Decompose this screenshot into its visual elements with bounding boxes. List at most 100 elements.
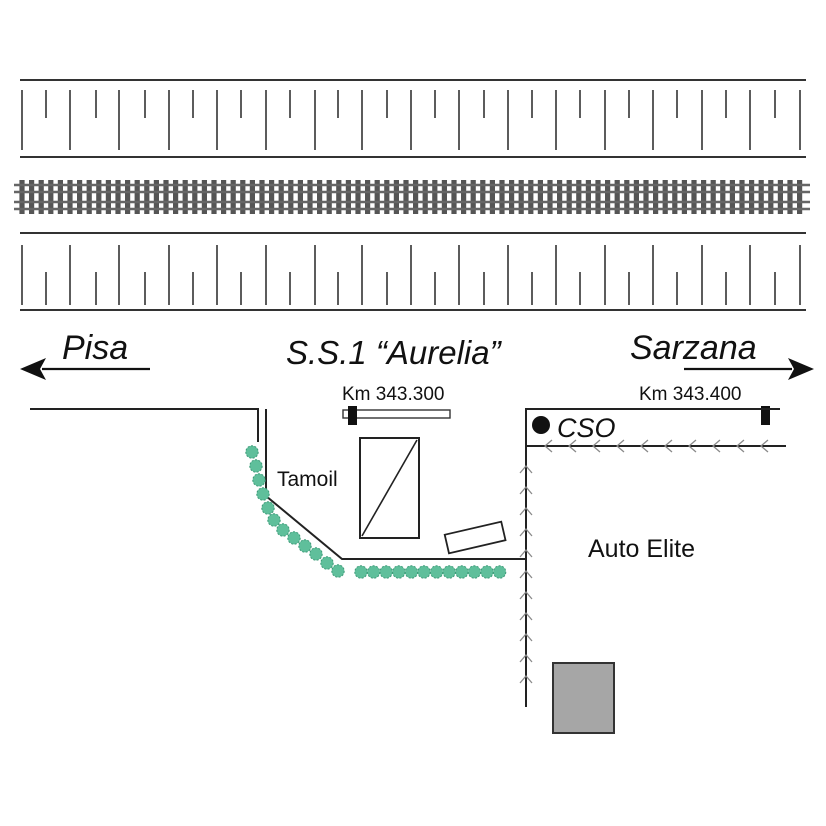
- rail-tie: [134, 180, 140, 214]
- fence-mark: [519, 528, 533, 537]
- rail-tie: [614, 180, 620, 214]
- rail-tie: [105, 180, 111, 214]
- rail-tie: [125, 180, 131, 214]
- rail-tie: [336, 180, 342, 214]
- shrub-icon: [245, 445, 259, 459]
- rail-tie: [201, 180, 207, 214]
- rail-tie: [182, 180, 188, 214]
- rail-tie: [307, 180, 313, 214]
- fence-mark: [616, 439, 625, 453]
- shrub-icon: [261, 501, 275, 515]
- rail-tie: [758, 180, 764, 214]
- shrub-icon: [267, 513, 281, 527]
- fence-mark: [712, 439, 721, 453]
- auto-elite-building: [552, 662, 615, 734]
- rail-tie: [557, 180, 563, 214]
- fence-mark: [568, 439, 577, 453]
- lower-parallel-lines: [20, 232, 806, 311]
- road-edge-west: [30, 408, 526, 560]
- fence-mark: [519, 549, 533, 558]
- rail-tie: [643, 180, 649, 214]
- rail-tie: [297, 180, 303, 214]
- rail-tie: [624, 180, 630, 214]
- shrub-icon: [287, 531, 301, 545]
- hedge-row: [245, 445, 507, 579]
- shrub-icon: [467, 565, 482, 579]
- shrub-icon: [480, 565, 494, 579]
- road-name-label: S.S.1 “Aurelia”: [286, 334, 503, 371]
- shrub-icon: [404, 565, 419, 579]
- rail-tie: [403, 180, 409, 214]
- rail-tie: [662, 180, 668, 214]
- sarzana-label: Sarzana: [630, 329, 757, 367]
- rail-tie: [547, 180, 553, 214]
- rail-tie: [489, 180, 495, 214]
- shrub-icon: [331, 564, 345, 578]
- rail-tie: [605, 180, 611, 214]
- km-marker-west-bar: [342, 409, 451, 419]
- rail-tie: [441, 180, 447, 214]
- rail-tie: [518, 180, 524, 214]
- rail-tie: [451, 180, 457, 214]
- rail-tie: [278, 180, 284, 214]
- fence-horizontal-marks: [544, 439, 769, 453]
- rail-tie: [317, 180, 323, 214]
- shrub-icon: [309, 547, 323, 561]
- fence-mark: [519, 612, 533, 621]
- shrub-icon: [256, 487, 270, 501]
- kiosk-block: [443, 520, 507, 555]
- shrub-icon: [249, 459, 263, 473]
- upper-parallel-lines: [20, 79, 806, 158]
- fence-mark: [664, 439, 673, 453]
- shrub-icon: [392, 565, 406, 579]
- fence-mark: [760, 439, 769, 453]
- rail-tie: [595, 180, 601, 214]
- rail-tie: [173, 180, 179, 214]
- auto-elite-label: Auto Elite: [588, 535, 695, 563]
- km-marker-east-post: [761, 406, 770, 425]
- rail-tie: [787, 180, 793, 214]
- rail-tie: [710, 180, 716, 214]
- rail-tie: [365, 180, 371, 214]
- rail-tie: [163, 180, 169, 214]
- rail-tie: [701, 180, 707, 214]
- shrub-icon: [492, 565, 507, 579]
- rail-tie: [384, 180, 390, 214]
- rail-tie: [67, 180, 73, 214]
- rail-tie: [230, 180, 236, 214]
- rail-tie: [720, 180, 726, 214]
- rail-tie: [48, 180, 54, 214]
- rail-tie: [470, 180, 476, 214]
- shrub-icon: [379, 565, 393, 579]
- lower-ticks: [21, 245, 801, 305]
- km-marker-west-label: Km 343.300: [342, 384, 444, 405]
- rail-tie: [480, 180, 486, 214]
- rail-tie: [86, 180, 92, 214]
- rail-tie: [77, 180, 83, 214]
- west-direction-arrow: [20, 358, 150, 380]
- rail-tie: [768, 180, 774, 214]
- fence-mark: [519, 570, 533, 579]
- rail-ties: [19, 180, 803, 214]
- shrub-icon: [417, 565, 431, 579]
- km-marker-east-label: Km 343.400: [639, 384, 741, 405]
- rail-tie: [153, 180, 159, 214]
- fence-mark: [519, 654, 533, 663]
- fence-mark: [640, 439, 649, 453]
- rail-tie: [432, 180, 438, 214]
- rail-tie: [528, 180, 534, 214]
- shrub-icon: [455, 565, 469, 579]
- rail-tie: [681, 180, 687, 214]
- fence-mark: [544, 439, 553, 453]
- rail-tie: [422, 180, 428, 214]
- rail-tie: [777, 180, 783, 214]
- cso-label: CSO: [557, 413, 616, 443]
- rail-tie: [326, 180, 332, 214]
- rail-lines: [14, 183, 810, 211]
- east-direction-arrow: [684, 358, 814, 380]
- rail-tie: [29, 180, 35, 214]
- fence-vertical-marks: [519, 465, 533, 684]
- fence-mark: [688, 439, 697, 453]
- rail-tie: [345, 180, 351, 214]
